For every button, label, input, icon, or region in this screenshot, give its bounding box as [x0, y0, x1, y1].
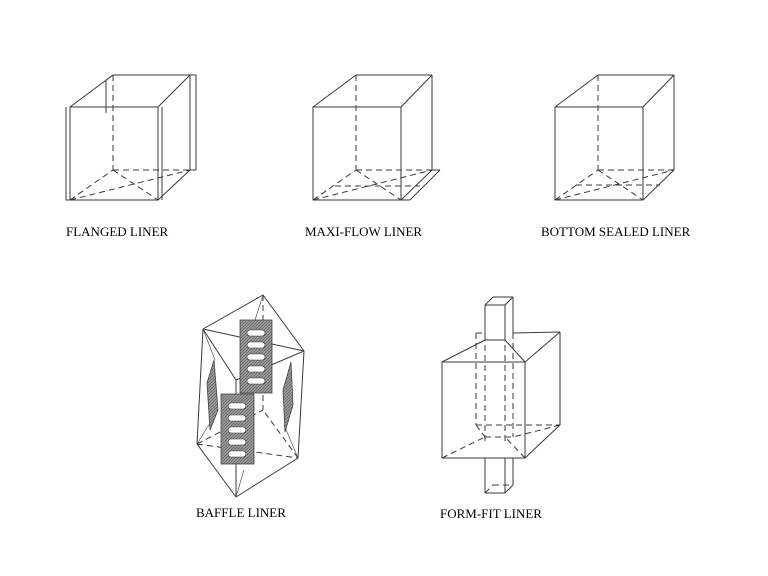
bottom-sealed-liner-label: BOTTOM SEALED LINER	[541, 224, 691, 239]
baffle-liner-figure	[196, 294, 305, 498]
form-fit-liner-figure	[441, 296, 561, 494]
form-fit-liner-label: FORM-FIT LINER	[440, 506, 542, 521]
left-baffle-panel	[206, 359, 219, 431]
bottom-spout	[484, 458, 514, 494]
maxi-flow-liner-label: MAXI-FLOW LINER	[305, 224, 422, 239]
top-spout	[484, 296, 514, 340]
back-baffle-panel	[239, 319, 273, 394]
flanged-liner-figure	[65, 74, 197, 201]
flanged-liner-label: FLANGED LINER	[66, 224, 169, 239]
front-baffle-panel	[220, 393, 255, 465]
baffle-liner-label: BAFFLE LINER	[196, 505, 286, 520]
right-baffle-panel	[282, 361, 294, 433]
bottom-sealed-liner-figure	[554, 74, 675, 201]
maxi-flow-liner-figure	[312, 74, 441, 201]
